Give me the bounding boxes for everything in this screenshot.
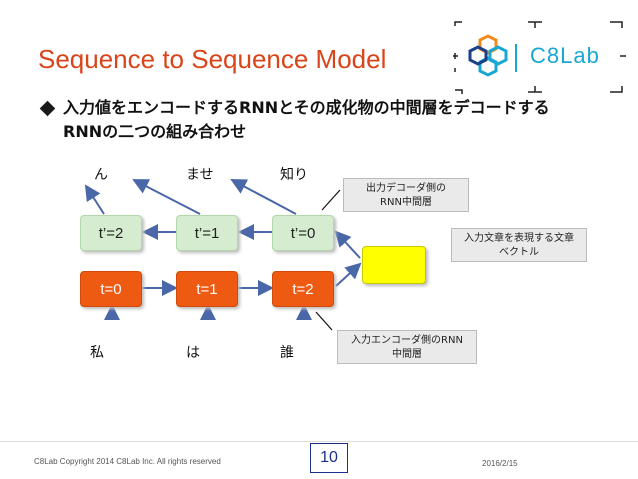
encoder-node-t0: t=0 bbox=[80, 271, 142, 307]
footer-divider bbox=[0, 441, 638, 442]
arrow-output-0 bbox=[84, 184, 105, 215]
callout-pointer-decoder bbox=[321, 189, 341, 211]
callout-decoder-hidden: 出力デコーダ側の RNN中間層 bbox=[343, 178, 469, 212]
arrow-output-1 bbox=[132, 179, 201, 215]
bullet-text: 入力値をエンコードするRNNとその成化物の中間層をデコードするRNNの二つの組み… bbox=[63, 98, 550, 141]
sentence-vector-box bbox=[362, 246, 426, 284]
page-number: 10 bbox=[310, 443, 348, 473]
logo-wordmark: C8Lab bbox=[530, 43, 600, 68]
footer-copyright: C8Lab Copyright 2014 C8Lab Inc. All righ… bbox=[34, 457, 221, 466]
output-word-2: 知り bbox=[280, 167, 308, 183]
output-word-0: ん bbox=[94, 167, 108, 183]
decoder-node-t0: t’=0 bbox=[272, 215, 334, 251]
arrow-vector-to-dec bbox=[334, 230, 361, 259]
output-word-1: ませ bbox=[186, 167, 214, 183]
decoder-node-t1: t’=1 bbox=[176, 215, 238, 251]
footer-date: 2016/2/15 bbox=[482, 459, 518, 468]
c8lab-logo bbox=[453, 21, 626, 94]
input-word-1: は bbox=[186, 345, 200, 361]
input-word-0: 私 bbox=[90, 345, 104, 361]
arrow-output-2 bbox=[230, 179, 297, 215]
input-word-2: 誰 bbox=[280, 345, 294, 361]
arrow-enc-to-vector bbox=[335, 262, 362, 287]
callout-pointer-encoder bbox=[315, 311, 333, 331]
callout-encoder-hidden: 入力エンコーダ側のRNN 中間層 bbox=[337, 330, 477, 364]
decoder-node-t2: t’=2 bbox=[80, 215, 142, 251]
encoder-node-t1: t=1 bbox=[176, 271, 238, 307]
encoder-node-t2: t=2 bbox=[272, 271, 334, 307]
slide-title: Sequence to Sequence Model bbox=[38, 44, 387, 74]
callout-sentence-vector: 入力文章を表現する文章 ベクトル bbox=[451, 228, 587, 262]
